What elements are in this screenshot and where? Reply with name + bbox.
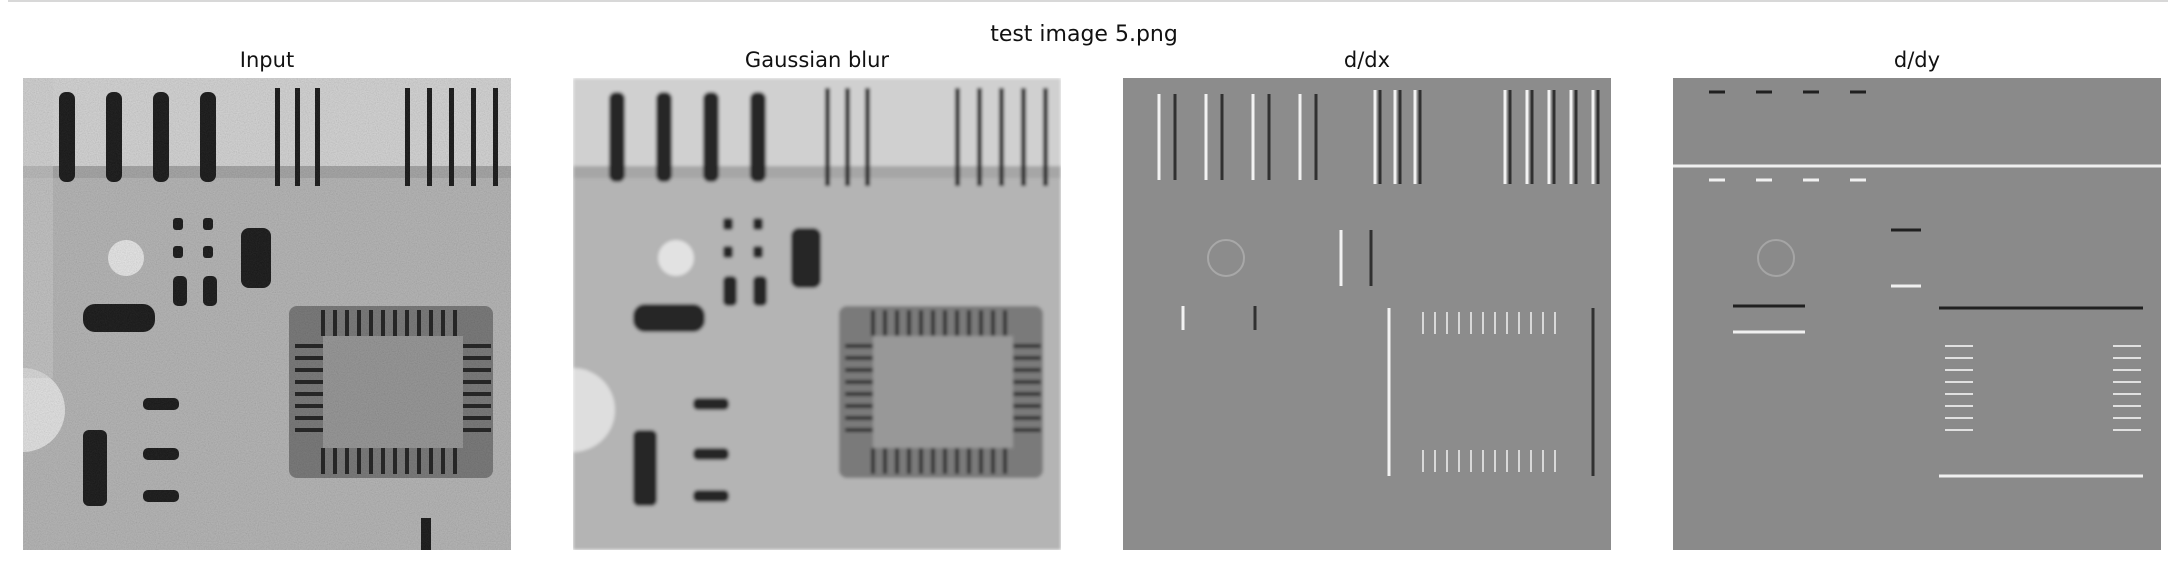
panel-title-gaussian-blur: Gaussian blur xyxy=(744,48,890,72)
panel-title-ddx: d/dx xyxy=(1343,48,1391,72)
ddy-image xyxy=(1673,78,2161,550)
input-image xyxy=(23,78,511,550)
gaussian-blur-image xyxy=(573,78,1061,550)
figure-suptitle: test image 5.png xyxy=(990,22,1178,47)
ddx-image xyxy=(1123,78,1611,550)
panel-title-ddy: d/dy xyxy=(1893,48,1941,72)
panel-title-input: Input xyxy=(239,48,295,72)
figure-top-border xyxy=(8,0,2168,2)
